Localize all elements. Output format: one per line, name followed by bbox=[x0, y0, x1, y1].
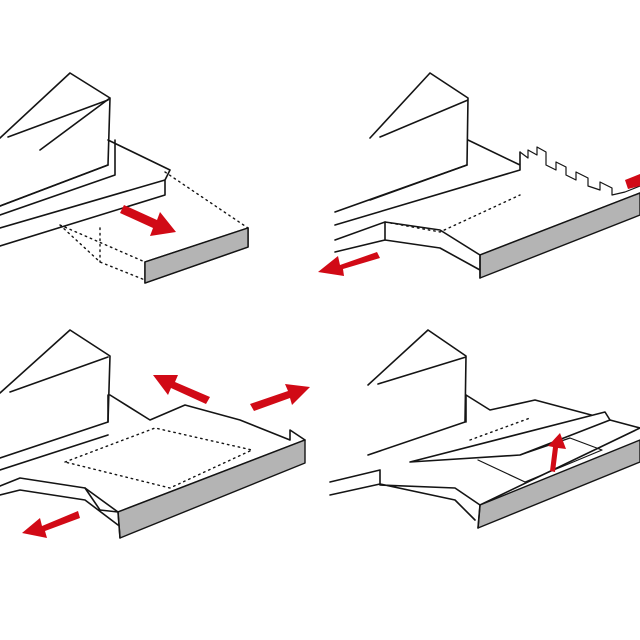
platform-shade bbox=[144, 227, 249, 284]
terrace-edge bbox=[329, 394, 467, 485]
terrace-steps bbox=[0, 139, 171, 247]
building-block bbox=[0, 72, 111, 207]
arrow-up-right bbox=[250, 384, 310, 411]
platform-top bbox=[0, 394, 306, 513]
platform-front-edge bbox=[0, 487, 121, 539]
platform-top bbox=[329, 394, 640, 521]
platform-shade bbox=[479, 192, 640, 279]
building-block bbox=[369, 72, 469, 201]
platform-front-edge bbox=[334, 239, 481, 279]
lifted-wedge bbox=[409, 411, 611, 463]
arrow-up bbox=[548, 433, 566, 472]
arrow-down-left bbox=[22, 511, 80, 538]
building-block bbox=[0, 329, 111, 459]
arrow-right bbox=[625, 174, 640, 189]
platform-front-edge bbox=[477, 504, 481, 529]
arrow-left bbox=[318, 252, 380, 276]
panel-extend-forward bbox=[0, 72, 249, 284]
arrow-forward bbox=[120, 205, 176, 236]
arrow-up-left bbox=[153, 375, 210, 404]
dotted-footprint bbox=[469, 417, 531, 441]
stepped-profile bbox=[519, 146, 640, 196]
terrace-steps bbox=[334, 139, 521, 226]
panel-lift-up bbox=[329, 329, 640, 529]
building-block bbox=[367, 329, 467, 456]
panel-expand-outward bbox=[0, 329, 310, 539]
terrace-edge bbox=[0, 394, 109, 471]
building-front-edge bbox=[7, 99, 109, 138]
panel-extend-sideways bbox=[318, 72, 640, 279]
platform-shade bbox=[117, 439, 306, 539]
dotted-footprint bbox=[384, 194, 521, 233]
